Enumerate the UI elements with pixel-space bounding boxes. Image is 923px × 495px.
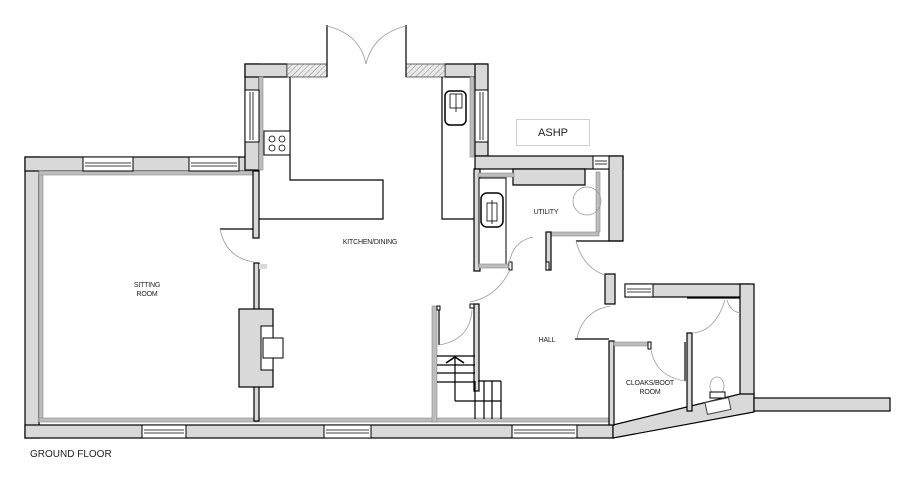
sink-icon — [444, 90, 467, 126]
staircase-up-arrow-icon — [445, 356, 465, 364]
french-doors — [326, 25, 407, 77]
internal-walls — [219, 168, 741, 426]
room-label-utility: UTILITY — [533, 209, 559, 216]
room-label-cloaks-boot-room: CLOAKS/BOOT ROOM — [626, 380, 674, 396]
floor-title: GROUND FLOOR — [30, 449, 112, 460]
room-label-hall: HALL — [538, 337, 556, 344]
room-label-sitting-room: SITTING ROOM — [133, 282, 161, 298]
windows — [82, 63, 654, 439]
hob-icon — [263, 130, 291, 156]
washing-machine-circle — [572, 186, 602, 216]
utility-sink-icon — [480, 192, 504, 228]
ashp-label: ASHP — [538, 126, 568, 139]
fireplace-icon — [238, 308, 284, 388]
room-label-kitchen-dining: KITCHEN/DINING — [342, 239, 398, 246]
ashp-label-box: ASHP — [516, 119, 590, 146]
wc-icon — [704, 376, 732, 415]
kitchen-units — [259, 77, 474, 220]
staircase — [437, 355, 502, 419]
